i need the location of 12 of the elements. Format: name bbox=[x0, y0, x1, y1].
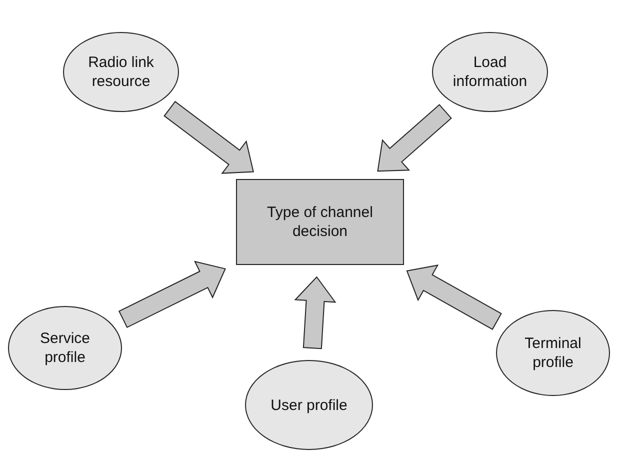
node-label: Radio link resource bbox=[87, 53, 155, 91]
block-arrow bbox=[164, 100, 254, 174]
node-label: Load information bbox=[452, 53, 528, 91]
process-box bbox=[236, 179, 404, 265]
block-arrow bbox=[377, 104, 452, 172]
node-label: User profile bbox=[270, 396, 348, 414]
block-arrow bbox=[406, 264, 502, 330]
node-label: Service profile bbox=[38, 329, 92, 367]
node-label: Type of channel decision bbox=[266, 203, 374, 241]
block-arrow bbox=[294, 276, 336, 350]
node-label: Terminal profile bbox=[524, 334, 582, 372]
block-arrow bbox=[118, 260, 226, 328]
